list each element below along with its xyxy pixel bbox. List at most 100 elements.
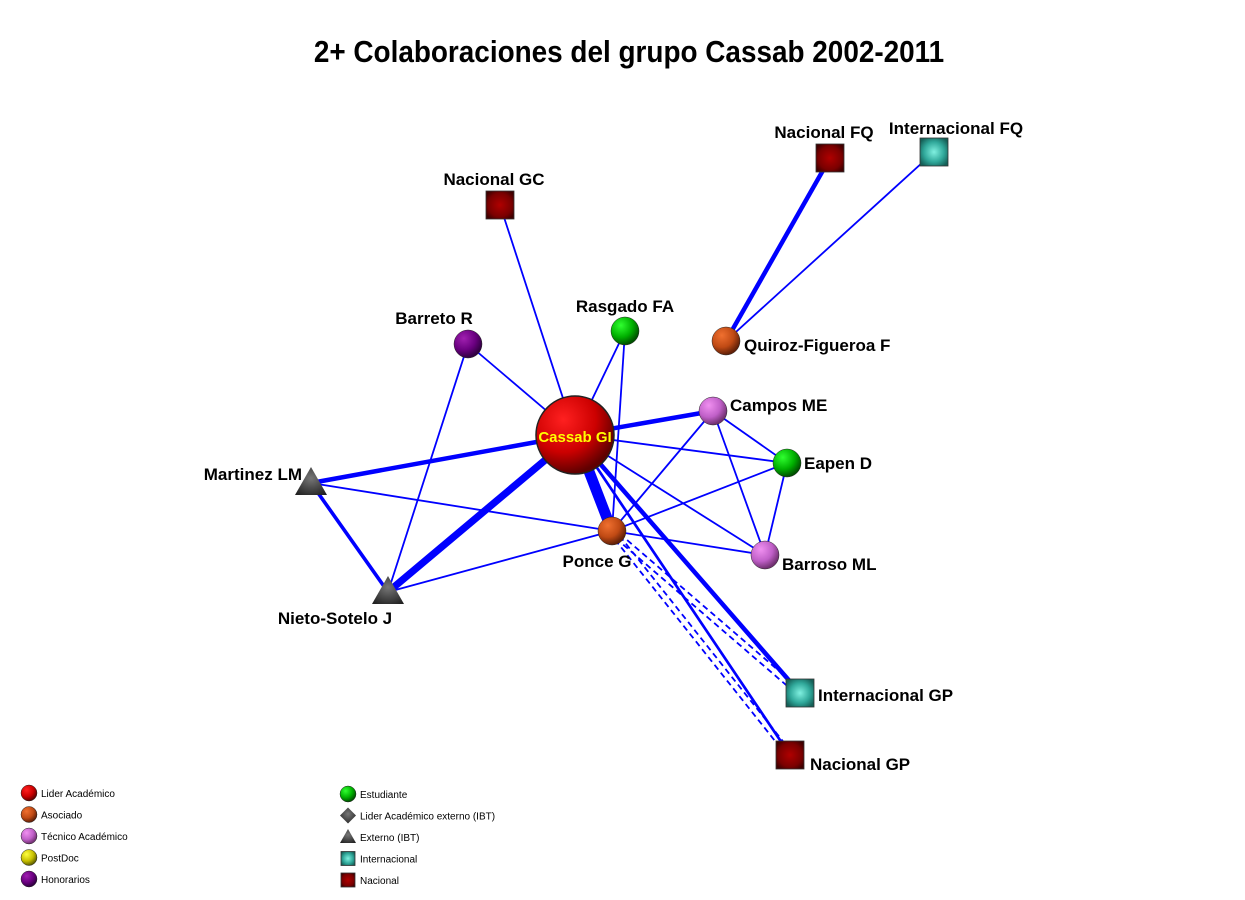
legend-label: Honorarios: [41, 875, 90, 886]
honorarios-legend-icon: [20, 870, 38, 888]
edge-nieto-ponce: [387, 530, 613, 593]
tecnico-node-icon: [698, 396, 728, 426]
edge-ponce-barroso: [611, 530, 766, 556]
internacional-node-icon: [785, 678, 815, 708]
edge-ponce-eapen: [611, 462, 788, 532]
legend-item-internacional: Internacional: [340, 851, 417, 866]
legend-label: Estudiante: [360, 790, 408, 801]
node-label: Nacional FQ: [774, 123, 873, 142]
node-label: Nacional GC: [443, 170, 544, 189]
legend-item-externo-lider: Lider Académico externo (IBT): [340, 807, 495, 824]
edge-martinez-ponce: [310, 482, 613, 532]
asociado-legend-icon: [20, 806, 38, 823]
edge-cassab-nieto: [385, 432, 578, 595]
internacional-legend-icon: [340, 851, 356, 866]
legend-item-honorarios: Honorarios: [20, 870, 90, 888]
node-barroso[interactable]: Barroso ML: [750, 540, 876, 574]
externo-node-icon: [295, 467, 327, 495]
lider-node-icon: [535, 395, 615, 475]
edge-ponce-intgp: [619, 532, 803, 692]
node-label: Ponce G: [563, 552, 632, 571]
asociado-node-icon: [711, 326, 741, 356]
edge-rasgado-ponce: [611, 330, 626, 532]
legend-label: Lider Académico: [41, 789, 115, 800]
estudiante-legend-icon: [339, 785, 357, 803]
node-label: Barreto R: [395, 309, 472, 328]
edge-campos-barroso: [712, 410, 766, 556]
edge-quiroz-intfq: [725, 151, 935, 342]
node-label: Eapen D: [804, 454, 872, 473]
node-nacfq[interactable]: Nacional FQ: [774, 123, 874, 173]
node-rasgado[interactable]: Rasgado FA: [576, 297, 674, 346]
edge-cassab-nacgc: [499, 204, 576, 436]
honorarios-node-icon: [453, 329, 483, 359]
edge-campos-eapen: [712, 410, 788, 464]
nodes-layer: Cassab GI Nacional GC Nacional FQ Internaci…: [204, 119, 1023, 774]
nacional-node-icon: [815, 143, 845, 173]
node-eapen[interactable]: Eapen D: [772, 448, 872, 478]
edge-cassab-martinez: [310, 432, 576, 486]
legend-item-externo: Externo (IBT): [340, 829, 419, 844]
edge-eapen-barroso: [764, 462, 788, 556]
node-label: Internacional GP: [818, 686, 953, 705]
externo-legend-icon: [340, 829, 356, 843]
node-nieto[interactable]: Nieto-Sotelo J: [278, 576, 404, 628]
tecnico-legend-icon: [20, 827, 38, 845]
node-label: Martinez LM: [204, 465, 302, 484]
legend-label: PostDoc: [41, 854, 79, 865]
legend-label: Técnico Académico: [41, 832, 128, 843]
node-martinez[interactable]: Martinez LM: [204, 465, 327, 495]
edge-cassab-nacgp: [573, 434, 792, 756]
edge-ponce-nacgp: [614, 539, 789, 758]
internacional-node-icon: [919, 137, 949, 167]
legend-label: Nacional: [360, 876, 399, 887]
node-campos[interactable]: Campos ME: [698, 396, 827, 426]
nacional-node-icon: [775, 740, 805, 770]
tecnico-node-icon: [750, 540, 780, 570]
node-label: Cassab GI: [538, 429, 611, 446]
diagram-title: 2+ Colaboraciones del grupo Cassab 2002-…: [313, 34, 945, 69]
node-intgp[interactable]: Internacional GP: [785, 678, 953, 708]
legend-label: Lider Académico externo (IBT): [360, 812, 495, 823]
legend-item-tecnico: Técnico Académico: [20, 827, 128, 845]
node-nacgp[interactable]: Nacional GP: [775, 740, 910, 774]
node-intfq[interactable]: Internacional FQ: [889, 119, 1023, 167]
node-ponce[interactable]: Ponce G: [563, 516, 632, 571]
edge-barreto-nieto: [387, 343, 469, 593]
lider-legend-icon: [20, 784, 38, 802]
postdoc-legend-icon: [20, 849, 38, 866]
node-label: Barroso ML: [782, 555, 876, 574]
edge-martinez-nieto: [309, 481, 390, 594]
edge-ponce-nacgp: [618, 535, 794, 754]
legend-item-asociado: Asociado: [20, 806, 83, 823]
node-cassab[interactable]: Cassab GI: [535, 395, 615, 475]
legend-item-nacional: Nacional: [340, 872, 399, 888]
node-label: Nieto-Sotelo J: [278, 609, 392, 628]
node-label: Quiroz-Figueroa F: [744, 336, 890, 355]
node-nacgc[interactable]: Nacional GC: [443, 170, 545, 220]
externo-lider-legend-icon: [340, 807, 356, 824]
node-label: Rasgado FA: [576, 297, 674, 316]
legend-item-lider: Lider Académico: [20, 784, 115, 802]
node-quiroz[interactable]: Quiroz-Figueroa F: [711, 326, 890, 356]
edge-quiroz-nacfq: [724, 156, 832, 343]
legend-label: Internacional: [360, 855, 417, 866]
edge-cassab-intgp: [573, 433, 802, 695]
legend-label: Asociado: [41, 811, 83, 822]
nacional-node-icon: [485, 190, 515, 220]
legend-item-postdoc: PostDoc: [20, 849, 79, 866]
node-barreto[interactable]: Barreto R: [395, 309, 483, 359]
node-label: Campos ME: [730, 396, 827, 415]
legend-label: Externo (IBT): [360, 833, 419, 844]
estudiante-node-icon: [772, 448, 802, 478]
edge-ponce-campos: [611, 410, 714, 532]
legend-item-estudiante: Estudiante: [339, 785, 408, 803]
nacional-legend-icon: [340, 872, 356, 888]
estudiante-node-icon: [610, 316, 640, 346]
edge-ponce-intgp: [615, 537, 799, 696]
node-label: Nacional GP: [810, 755, 910, 774]
node-label: Internacional FQ: [889, 119, 1023, 138]
externo-node-icon: [372, 576, 404, 604]
